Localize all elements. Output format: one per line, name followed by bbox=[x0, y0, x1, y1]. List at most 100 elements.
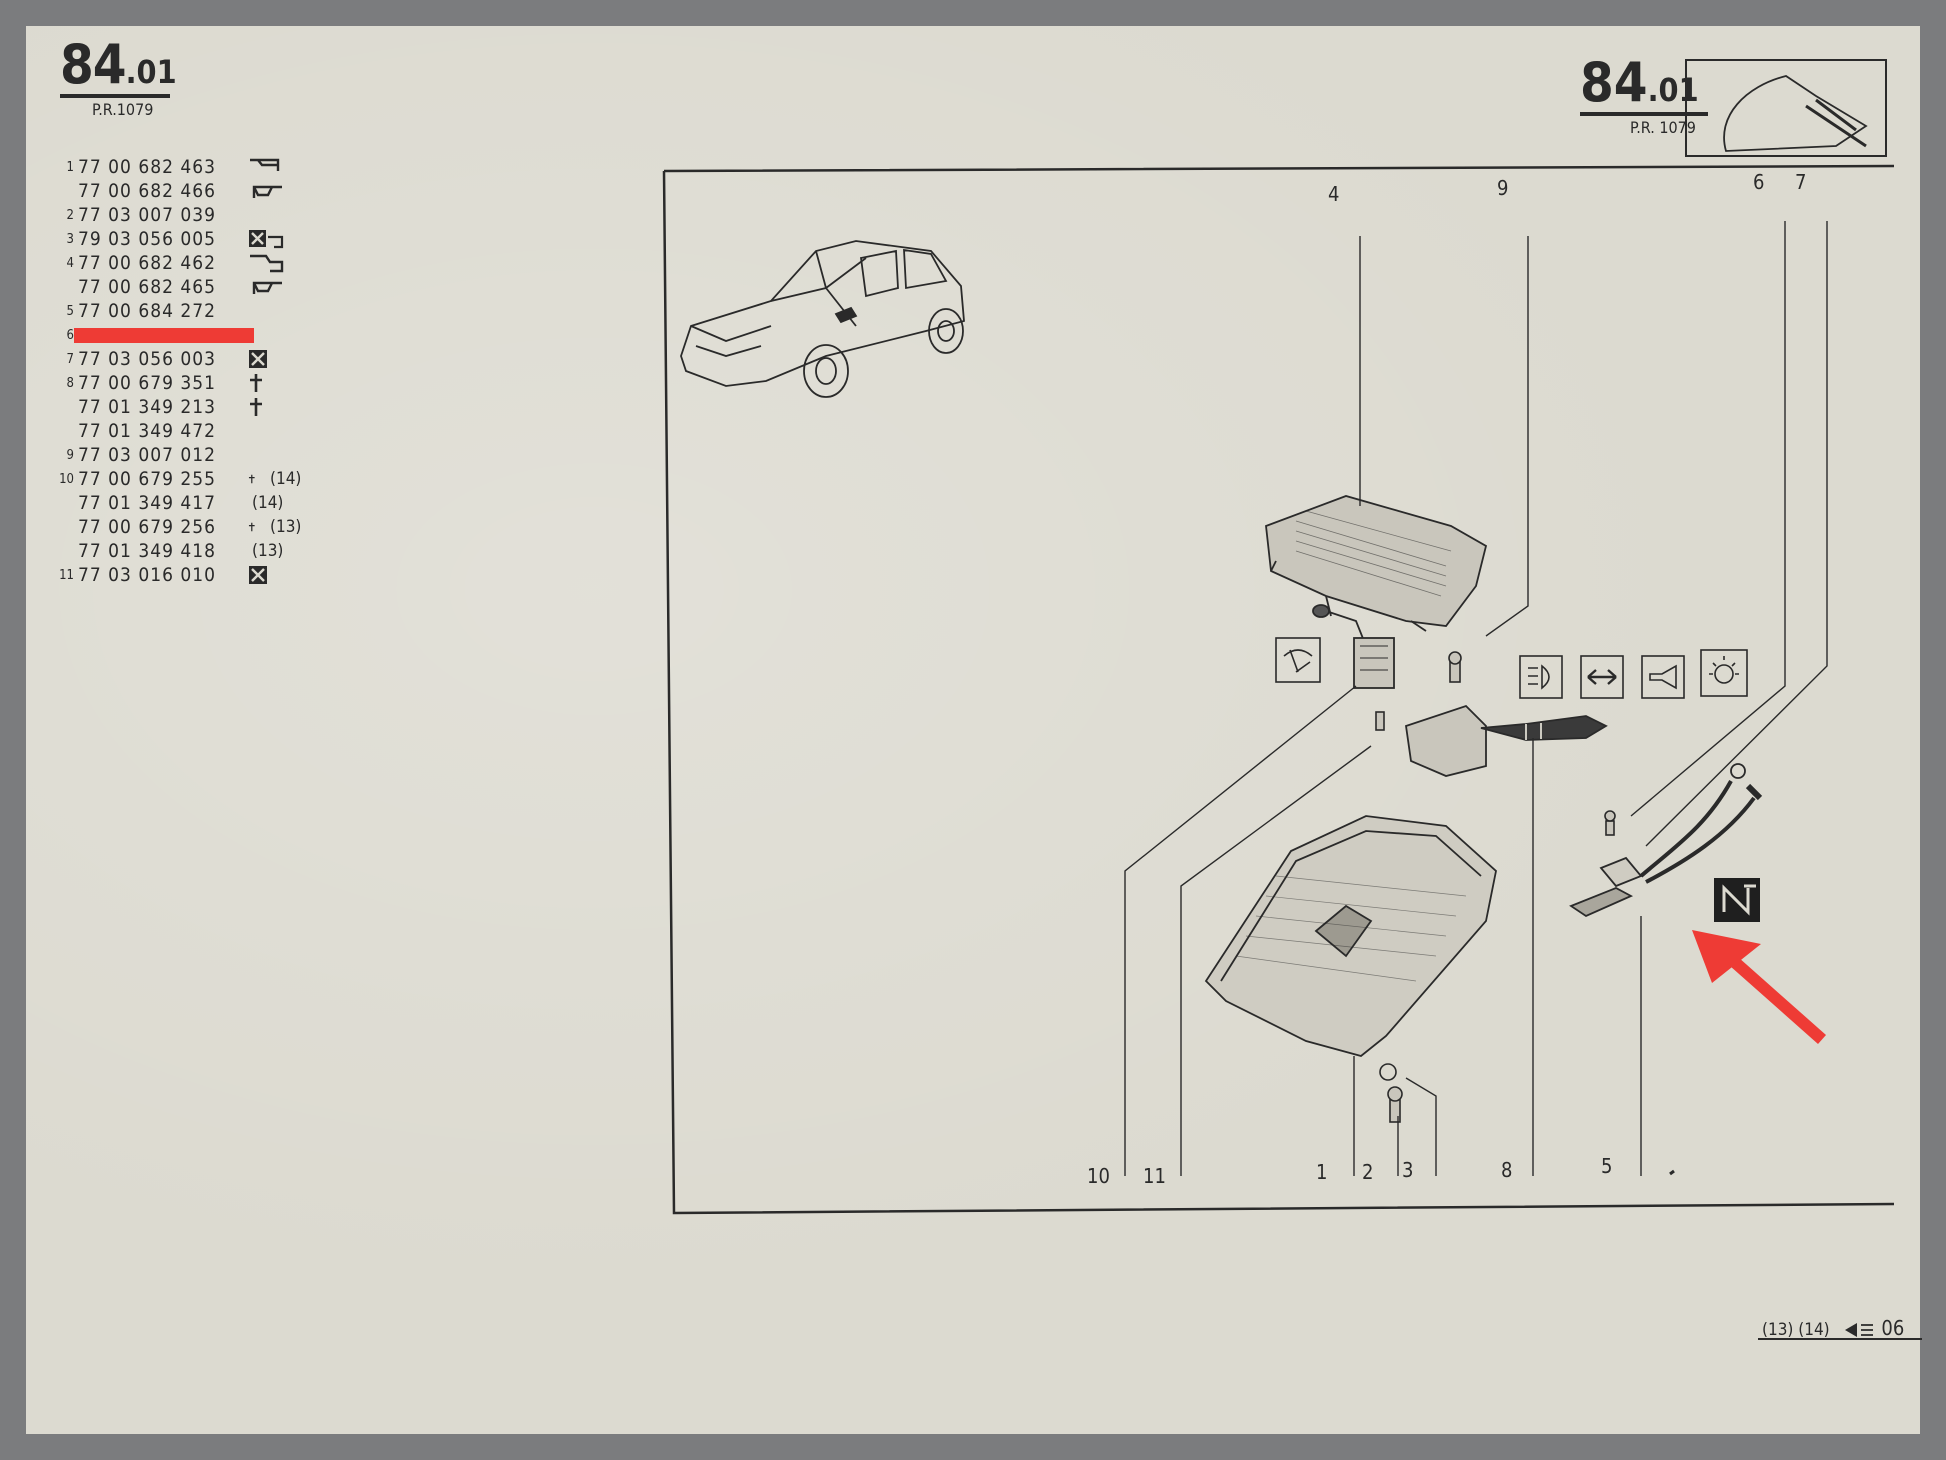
callout-2: 2 bbox=[1362, 1160, 1374, 1184]
redaction-bar bbox=[74, 328, 254, 343]
dagger-icon bbox=[250, 398, 262, 416]
cross-box-icon bbox=[249, 350, 267, 368]
list-item: 77 00 682 465 bbox=[56, 276, 286, 298]
part-number: 77 03 007 039 bbox=[78, 204, 217, 226]
part-number: 77 00 682 463 bbox=[78, 156, 217, 178]
list-item: 77 01 349 418 (13) bbox=[56, 540, 283, 562]
callout-5: 5 bbox=[1601, 1154, 1613, 1178]
part-number: 77 03 056 003 bbox=[78, 348, 217, 370]
list-item: 3 79 03 056 005 bbox=[56, 228, 286, 250]
callout-8: 8 bbox=[1501, 1158, 1513, 1182]
list-item: 4 77 00 682 462 bbox=[56, 252, 286, 274]
upper-cowl bbox=[1265, 495, 1488, 632]
part-number: 77 00 682 466 bbox=[78, 180, 217, 202]
rhd-icon bbox=[252, 281, 282, 294]
leader-lines bbox=[1124, 221, 1828, 1176]
part-number: 79 03 056 005 bbox=[78, 228, 217, 250]
callout-7: 7 bbox=[1795, 170, 1807, 194]
part-number: 77 00 679 256 bbox=[78, 516, 217, 538]
lower-cowl bbox=[1204, 815, 1497, 1057]
n-badge-icon bbox=[1714, 878, 1760, 922]
list-item: 11 77 03 016 010 bbox=[56, 564, 286, 586]
stalk-thumbnail bbox=[1805, 98, 1867, 148]
item-number: 5 bbox=[66, 303, 74, 319]
ref-major-right: 84 bbox=[1580, 51, 1648, 114]
ref-minor: .01 bbox=[125, 53, 177, 91]
item-number: 6 bbox=[66, 327, 74, 343]
ref-major: 84 bbox=[60, 33, 127, 96]
rhd-icon bbox=[252, 185, 282, 198]
part-note: (14) bbox=[270, 469, 302, 489]
callout-6: 6 bbox=[1753, 170, 1765, 194]
cross-box-icon bbox=[249, 566, 267, 584]
list-item: 77 00 682 466 bbox=[56, 180, 286, 202]
horn-contact bbox=[1569, 763, 1763, 918]
combination-switch bbox=[1405, 704, 1608, 777]
footer-code: 06 bbox=[1881, 1316, 1905, 1340]
ref-minor-right: .01 bbox=[1647, 71, 1699, 109]
part-number: 77 00 684 272 bbox=[78, 300, 217, 322]
pr-label: P.R.1079 bbox=[92, 100, 154, 119]
list-item: 77 01 349 213 bbox=[56, 396, 286, 418]
part-number: 77 00 679 255 bbox=[78, 468, 217, 490]
flasher-icon bbox=[1844, 1323, 1873, 1337]
function-icons bbox=[1275, 637, 1748, 699]
list-item: 2 77 03 007 039 bbox=[56, 204, 248, 226]
list-item: 9 77 03 007 012 bbox=[56, 444, 248, 466]
screws bbox=[1375, 651, 1616, 1123]
item-number: 9 bbox=[66, 447, 74, 463]
ref-underline bbox=[60, 94, 170, 98]
part-number: 77 01 349 213 bbox=[78, 396, 217, 418]
part-number: 77 01 349 417 bbox=[78, 492, 217, 514]
part-note: (13) bbox=[252, 541, 284, 561]
list-item: 10 77 00 679 255 (14) bbox=[56, 468, 301, 490]
red-arrow bbox=[1692, 930, 1826, 1044]
list-item: 6 bbox=[56, 324, 248, 346]
indicator-arrow-icon bbox=[1580, 655, 1624, 699]
callout-4: 4 bbox=[1328, 182, 1340, 206]
list-item: 77 01 349 472 bbox=[56, 420, 248, 442]
thumbnail-frame bbox=[1685, 59, 1887, 157]
part-number: 77 00 682 462 bbox=[78, 252, 217, 274]
footer-notes: (13) (14) bbox=[1762, 1320, 1830, 1340]
item-number: 10 bbox=[59, 471, 74, 487]
list-item: 5 77 00 684 272 bbox=[56, 300, 248, 322]
callout-3: 3 bbox=[1402, 1158, 1414, 1182]
list-item: 77 00 679 256 (13) bbox=[56, 516, 301, 538]
list-item: 77 01 349 417 (14) bbox=[56, 492, 283, 514]
car-illustration bbox=[680, 240, 965, 398]
diagram-frame bbox=[662, 164, 1895, 1215]
cross-box-lhd-icon bbox=[249, 230, 284, 249]
part-number: 77 03 007 012 bbox=[78, 444, 217, 466]
footer-rule bbox=[1758, 1338, 1922, 1340]
exploded-diagram bbox=[662, 59, 1895, 1215]
page-reference-right: 84.01 P.R. 1079 bbox=[1580, 56, 1708, 137]
callout-10: 10 bbox=[1087, 1164, 1110, 1188]
page-reference: 84.01 P.R.1079 bbox=[60, 38, 177, 119]
part-number: 77 01 349 472 bbox=[78, 420, 217, 442]
dagger-icon bbox=[248, 474, 255, 484]
list-item: 1 77 00 682 463 bbox=[56, 156, 286, 178]
pr-label-right: P.R. 1079 bbox=[1630, 118, 1696, 137]
list-item: 8 77 00 679 351 bbox=[56, 372, 286, 394]
item-number: 2 bbox=[66, 207, 74, 223]
dagger-icon bbox=[250, 374, 262, 392]
item-number: 4 bbox=[66, 255, 74, 271]
lhd-icon bbox=[250, 254, 284, 273]
horn-icon bbox=[1641, 655, 1685, 699]
part-note: (13) bbox=[270, 517, 302, 537]
part-number: 77 01 349 418 bbox=[78, 540, 217, 562]
item-number: 11 bbox=[59, 567, 74, 583]
part-note: (14) bbox=[252, 493, 284, 513]
callout-11: 11 bbox=[1143, 1164, 1166, 1188]
catalog-page: 84.01 P.R.1079 84.01 P.R. 1079 1 77 00 6… bbox=[26, 26, 1922, 1434]
wiper-switch bbox=[1312, 604, 1395, 689]
part-number: 77 03 016 010 bbox=[78, 564, 217, 586]
list-item: 7 77 03 056 003 bbox=[56, 348, 286, 370]
item-number: 8 bbox=[66, 375, 74, 391]
item-number: 7 bbox=[66, 351, 74, 367]
page-footer: (13) (14) 06 bbox=[1758, 1316, 1922, 1340]
light-bulb-icon bbox=[1700, 649, 1748, 697]
lhd-icon bbox=[250, 158, 280, 171]
callout-9: 9 bbox=[1497, 176, 1509, 200]
